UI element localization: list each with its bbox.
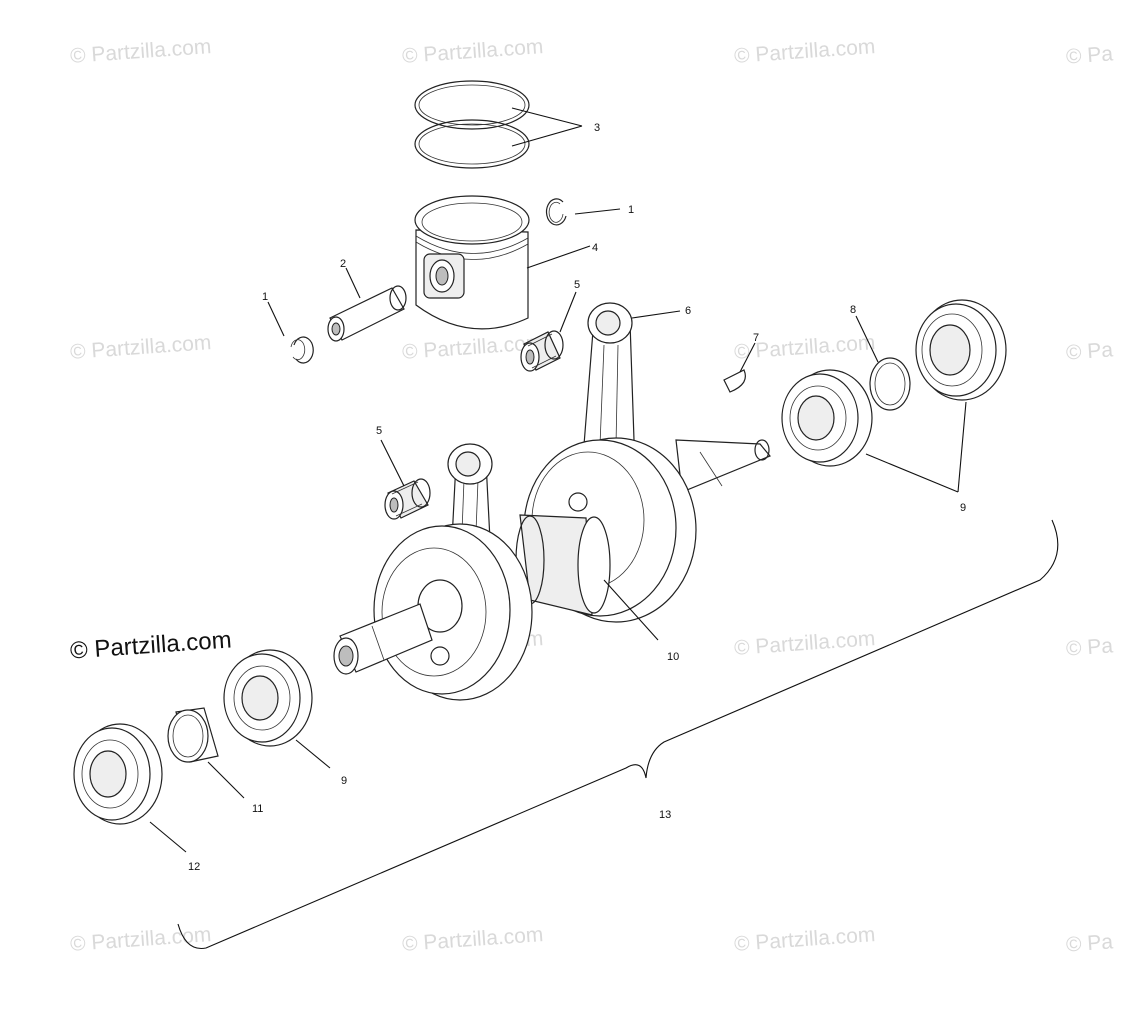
leader-2 (345, 267, 361, 299)
callout-1[interactable]: 1 (262, 291, 268, 303)
callout-4[interactable]: 4 (592, 242, 598, 254)
spacer-ring-icon[interactable] (167, 707, 219, 763)
circlip-icon[interactable] (545, 198, 567, 226)
needle-bearing-icon[interactable] (384, 478, 431, 520)
callout-6[interactable]: 6 (685, 305, 691, 317)
circlip-icon[interactable] (290, 336, 314, 364)
woodruff-key-icon[interactable] (723, 369, 746, 393)
leader-1a (574, 208, 621, 215)
leader-1b (267, 301, 285, 337)
piston-pin-icon[interactable] (327, 285, 407, 342)
leader-7 (739, 342, 756, 373)
shim-ring-icon[interactable] (869, 357, 911, 411)
callout-10[interactable]: 10 (667, 651, 679, 663)
callout-12[interactable]: 12 (188, 861, 200, 873)
connecting-rod-icon[interactable] (447, 443, 493, 541)
piston-icon[interactable] (414, 195, 530, 330)
callout-13[interactable]: 13 (659, 809, 671, 821)
ball-bearing-icon[interactable] (781, 369, 873, 467)
crankshaft-icon[interactable] (333, 437, 771, 701)
callout-11[interactable]: 11 (252, 803, 263, 815)
needle-bearing-icon[interactable] (520, 330, 564, 372)
leader-3 (511, 107, 583, 147)
oil-seal-icon[interactable] (915, 299, 1007, 401)
callout-1[interactable]: 1 (628, 204, 634, 216)
callout-2[interactable]: 2 (340, 258, 346, 270)
callout-3[interactable]: 3 (594, 122, 600, 134)
callout-7[interactable]: 7 (753, 332, 759, 344)
leader-10 (603, 579, 659, 641)
callout-5[interactable]: 5 (376, 425, 382, 437)
leader-9b (295, 739, 331, 769)
leader-5a (559, 291, 577, 333)
leader-5b (380, 439, 405, 487)
ball-bearing-icon[interactable] (223, 649, 313, 747)
callout-9[interactable]: 9 (341, 775, 347, 787)
leader-6 (631, 310, 681, 319)
leader-8 (855, 315, 879, 363)
crankshaft-assembly-bracket-icon (177, 519, 1059, 950)
leader-12 (149, 821, 187, 853)
leader-9a (865, 401, 967, 493)
callout-9[interactable]: 9 (960, 502, 966, 514)
piston-ring-icon[interactable] (414, 80, 530, 169)
leader-4 (526, 245, 591, 269)
callout-5[interactable]: 5 (574, 279, 580, 291)
oil-seal-icon[interactable] (73, 723, 163, 825)
leader-11 (207, 761, 245, 799)
callout-8[interactable]: 8 (850, 304, 856, 316)
